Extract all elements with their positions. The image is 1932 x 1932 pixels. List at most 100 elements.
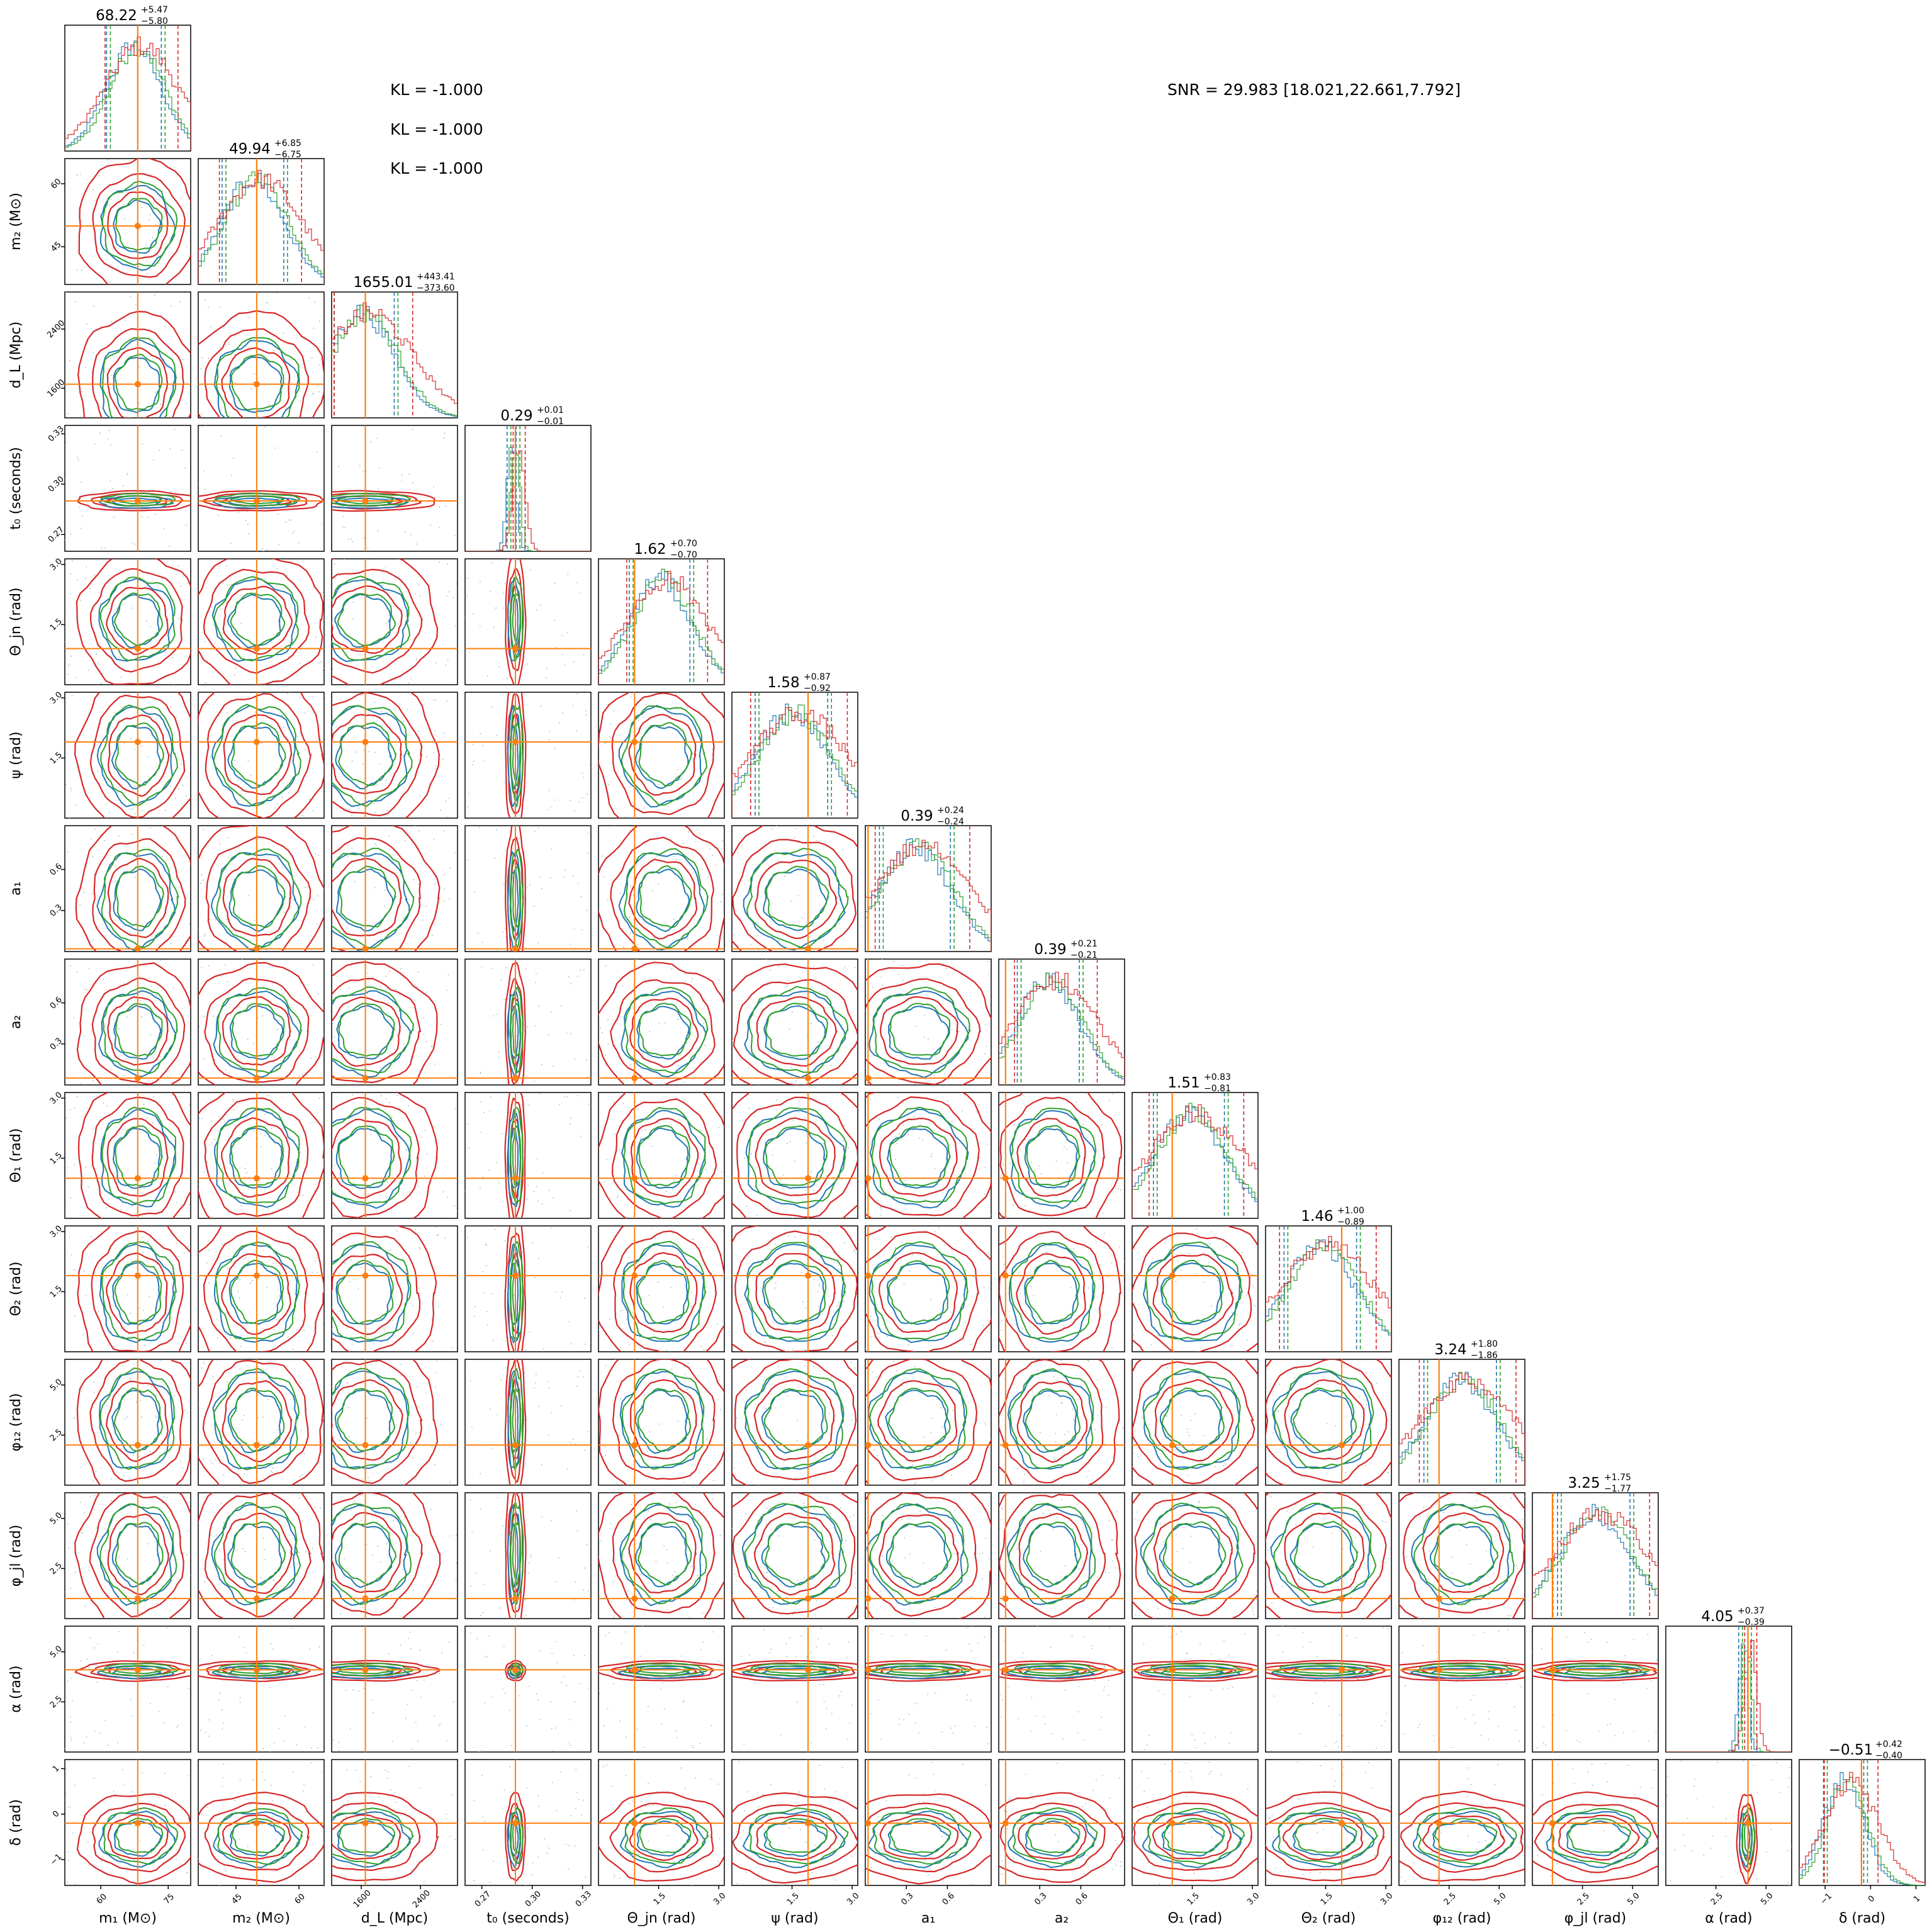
sample-point bbox=[1062, 1402, 1064, 1404]
sample-point bbox=[533, 905, 535, 907]
contour-series0-12-10-0 bbox=[1410, 1665, 1514, 1680]
sample-point bbox=[1070, 1286, 1071, 1288]
sample-point bbox=[756, 1215, 758, 1216]
x-tick-label-8-1: 3.0 bbox=[1245, 1891, 1261, 1907]
sample-point bbox=[434, 1464, 435, 1465]
sample-point bbox=[1092, 1789, 1094, 1791]
sample-point bbox=[272, 505, 274, 507]
sample-point bbox=[356, 751, 357, 753]
sample-point bbox=[915, 1025, 916, 1027]
sample-point bbox=[622, 946, 624, 948]
sample-point bbox=[439, 1723, 441, 1725]
sample-point bbox=[386, 989, 388, 991]
sample-point bbox=[489, 1408, 491, 1410]
sample-point bbox=[435, 765, 437, 767]
sample-point bbox=[870, 1543, 872, 1545]
sample-point bbox=[747, 879, 749, 881]
sample-point bbox=[1374, 1854, 1376, 1856]
sample-point bbox=[555, 1727, 556, 1729]
sample-point bbox=[1064, 1434, 1065, 1435]
sample-point bbox=[914, 1722, 916, 1724]
panel-7-7 bbox=[998, 958, 1125, 1086]
sample-point bbox=[576, 1385, 578, 1387]
hist-title-9: 1.46 bbox=[1301, 1208, 1333, 1225]
sample-point bbox=[313, 327, 315, 329]
sample-point bbox=[955, 1725, 956, 1727]
sample-point bbox=[317, 1272, 318, 1274]
sample-point bbox=[657, 710, 659, 711]
x-axis-label-10: φ₁₂ (rad) bbox=[1433, 1911, 1491, 1926]
sample-point bbox=[494, 826, 495, 828]
sample-point bbox=[412, 1305, 413, 1306]
sample-point bbox=[489, 1550, 491, 1551]
sample-point bbox=[252, 1042, 254, 1044]
panel-frame-12-8 bbox=[1132, 1626, 1259, 1753]
sample-point bbox=[446, 1739, 447, 1741]
contour-series1-3-0-1 bbox=[113, 495, 163, 505]
sample-point bbox=[254, 1130, 256, 1132]
sample-point bbox=[85, 1295, 87, 1296]
sample-point bbox=[1199, 1644, 1201, 1646]
sample-point bbox=[332, 618, 334, 619]
sample-point bbox=[1118, 1777, 1120, 1779]
sample-point bbox=[1209, 1243, 1211, 1245]
sample-point bbox=[446, 595, 447, 597]
sample-point bbox=[79, 173, 81, 175]
sample-point bbox=[851, 1419, 853, 1421]
sample-point bbox=[185, 1342, 187, 1344]
sample-point bbox=[1228, 1743, 1230, 1744]
contour-series1-9-0-1 bbox=[114, 1261, 162, 1324]
sample-point bbox=[573, 1599, 575, 1601]
sample-point bbox=[933, 1773, 935, 1775]
sample-point bbox=[448, 1641, 450, 1643]
sample-point bbox=[87, 1186, 89, 1188]
sample-point bbox=[371, 653, 373, 655]
sample-point bbox=[134, 543, 136, 545]
truth-point-11-3 bbox=[512, 1595, 519, 1602]
sample-point bbox=[676, 858, 677, 860]
sample-point bbox=[174, 1190, 176, 1192]
sample-point bbox=[774, 1243, 776, 1245]
sample-point bbox=[1147, 1609, 1149, 1610]
sample-point bbox=[1108, 1680, 1109, 1682]
sample-point bbox=[264, 1134, 266, 1136]
sample-point bbox=[1051, 1480, 1053, 1481]
panel-5-1 bbox=[198, 692, 325, 819]
sample-point bbox=[313, 393, 315, 394]
sample-point bbox=[644, 1394, 646, 1396]
sample-point bbox=[300, 662, 301, 664]
sample-point bbox=[517, 1271, 519, 1273]
hist-title-minus-6: −0.24 bbox=[937, 817, 964, 827]
sample-point bbox=[154, 514, 156, 515]
sample-point bbox=[548, 1034, 549, 1036]
sample-point bbox=[555, 1581, 557, 1583]
sample-point bbox=[1349, 1873, 1351, 1875]
sample-point bbox=[629, 933, 631, 934]
sample-point bbox=[503, 782, 505, 783]
sample-point bbox=[951, 1029, 953, 1030]
truth-point-7-4 bbox=[631, 1075, 638, 1082]
sample-point bbox=[293, 531, 295, 532]
sample-point bbox=[126, 1417, 128, 1418]
sample-point bbox=[954, 1509, 956, 1511]
sample-point bbox=[1591, 1763, 1593, 1765]
sample-point bbox=[362, 1688, 364, 1689]
sample-point bbox=[747, 1255, 749, 1257]
sample-point bbox=[361, 1520, 362, 1522]
contour-red-7-0-2 bbox=[107, 996, 169, 1066]
hist-title-minus-9: −0.89 bbox=[1337, 1217, 1364, 1227]
hist-title-minus-4: −0.70 bbox=[670, 550, 697, 560]
sample-point bbox=[834, 1791, 836, 1793]
sample-point bbox=[929, 1498, 931, 1500]
sample-point bbox=[93, 1391, 94, 1393]
x-tick-label-4-1: 3.0 bbox=[712, 1891, 727, 1907]
panel-11-6 bbox=[865, 1492, 992, 1619]
sample-point bbox=[239, 1778, 241, 1780]
sample-point bbox=[507, 559, 508, 560]
sample-point bbox=[1185, 1762, 1186, 1764]
sample-point bbox=[159, 449, 160, 451]
sample-point bbox=[628, 1826, 629, 1828]
sample-point bbox=[1349, 1821, 1351, 1822]
sample-point bbox=[539, 876, 541, 878]
panel-12-11 bbox=[1532, 1626, 1659, 1753]
